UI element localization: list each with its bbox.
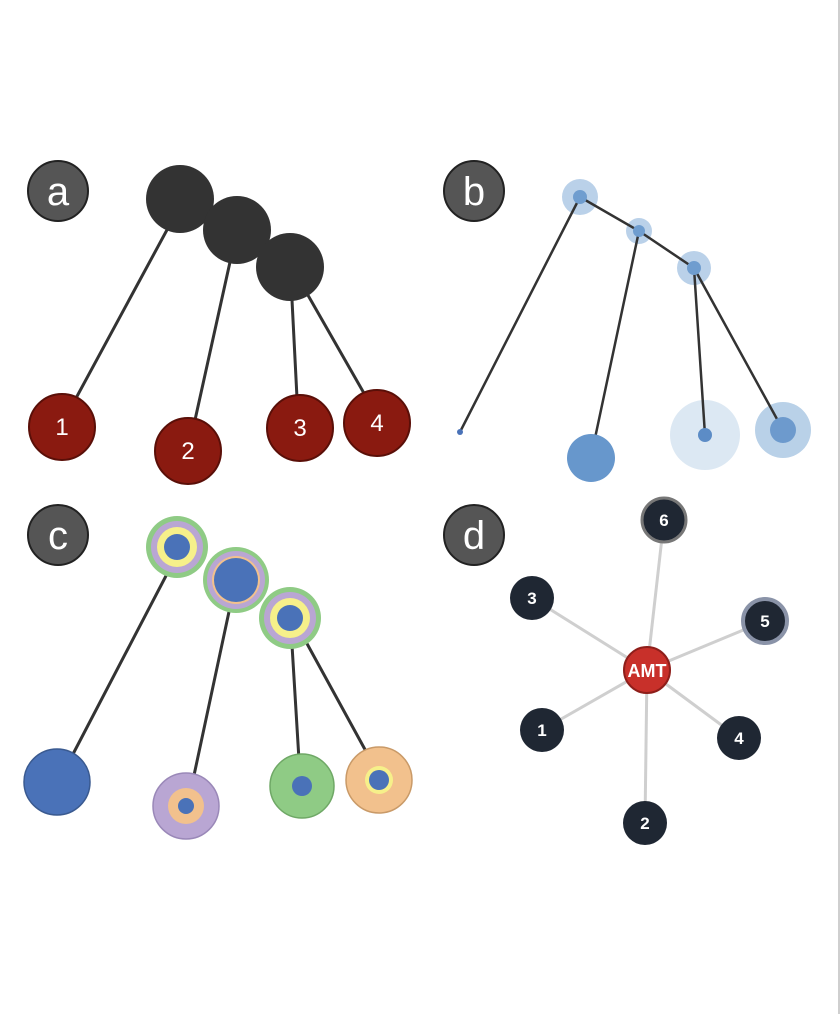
leaf-c-3 xyxy=(269,753,335,819)
edge-b-mid-low xyxy=(637,229,696,270)
node-d-3-label: 3 xyxy=(527,589,536,608)
panel-a-badge: a xyxy=(27,160,89,222)
edge-a-1 xyxy=(73,226,170,402)
node-d-3: 3 xyxy=(510,576,554,620)
leaf-a-2-label: 2 xyxy=(181,438,194,465)
node-d-center-label: AMT xyxy=(628,661,667,681)
node-d-2: 2 xyxy=(623,801,667,845)
panel-b: b xyxy=(443,160,811,482)
leaf-a-1-label: 1 xyxy=(55,414,68,441)
leaf-b-3-core xyxy=(698,428,712,442)
panel-b-letter: b xyxy=(463,170,485,214)
leaf-a-3: 3 xyxy=(266,394,334,462)
leaf-a-4: 4 xyxy=(343,389,411,457)
edge-c-4 xyxy=(303,638,370,757)
node-d-5: 5 xyxy=(741,597,789,645)
leaf-c-1 xyxy=(23,748,91,816)
edge-c-2 xyxy=(191,605,232,782)
internal-node-a-2 xyxy=(203,196,271,264)
internal-node-a-1 xyxy=(146,165,214,233)
edge-a-3 xyxy=(290,298,299,400)
edge-b-3 xyxy=(692,266,707,437)
edge-a-4 xyxy=(303,288,367,397)
panel-c-letter: c xyxy=(48,514,68,558)
leaf-c-2 xyxy=(152,772,220,840)
spoke-d-6 xyxy=(645,519,666,671)
edge-c-3 xyxy=(290,643,301,762)
internal-node-c-3 xyxy=(259,587,321,649)
node-b-mid xyxy=(633,225,645,237)
leaf-a-2: 2 xyxy=(154,417,222,485)
panel-d: d 3 6 5 1 4 2 xyxy=(443,496,789,845)
edge-b-4 xyxy=(692,266,785,432)
panel-d-badge: d xyxy=(443,504,505,566)
node-d-1-label: 1 xyxy=(537,721,546,740)
edge-a-2 xyxy=(193,260,232,422)
node-d-6-label: 6 xyxy=(659,511,668,530)
spoke-d-2 xyxy=(643,669,649,824)
panel-a: a 1 2 3 4 xyxy=(27,160,411,485)
node-d-2-label: 2 xyxy=(640,814,649,833)
leaf-a-4-label: 4 xyxy=(370,410,383,437)
panel-a-letter: a xyxy=(47,170,70,214)
edge-b-1 xyxy=(458,195,582,434)
internal-node-c-1 xyxy=(146,516,208,578)
panel-d-letter: d xyxy=(463,514,485,558)
leaf-b-1 xyxy=(457,429,463,435)
leaf-a-1: 1 xyxy=(28,393,96,461)
panel-c: c xyxy=(23,504,413,840)
node-d-6: 6 xyxy=(640,496,688,544)
edge-b-root-mid xyxy=(578,195,641,233)
leaf-c-4 xyxy=(345,746,413,814)
internal-node-c-2 xyxy=(203,547,269,613)
node-d-1: 1 xyxy=(520,708,564,752)
edge-b-2 xyxy=(589,229,641,459)
node-d-center: AMT xyxy=(623,646,671,694)
node-d-5-label: 5 xyxy=(760,612,769,631)
internal-node-a-3 xyxy=(256,233,324,301)
panel-c-badge: c xyxy=(27,504,89,566)
leaf-a-3-label: 3 xyxy=(293,415,306,442)
node-d-4: 4 xyxy=(717,716,761,760)
node-b-root xyxy=(573,190,587,204)
leaf-b-2 xyxy=(567,434,615,482)
edge-c-1 xyxy=(70,570,170,758)
panel-b-badge: b xyxy=(443,160,505,222)
window-edge xyxy=(838,0,840,1014)
node-b-low xyxy=(687,261,701,275)
leaf-b-4-core xyxy=(770,417,796,443)
node-d-4-label: 4 xyxy=(734,729,744,748)
